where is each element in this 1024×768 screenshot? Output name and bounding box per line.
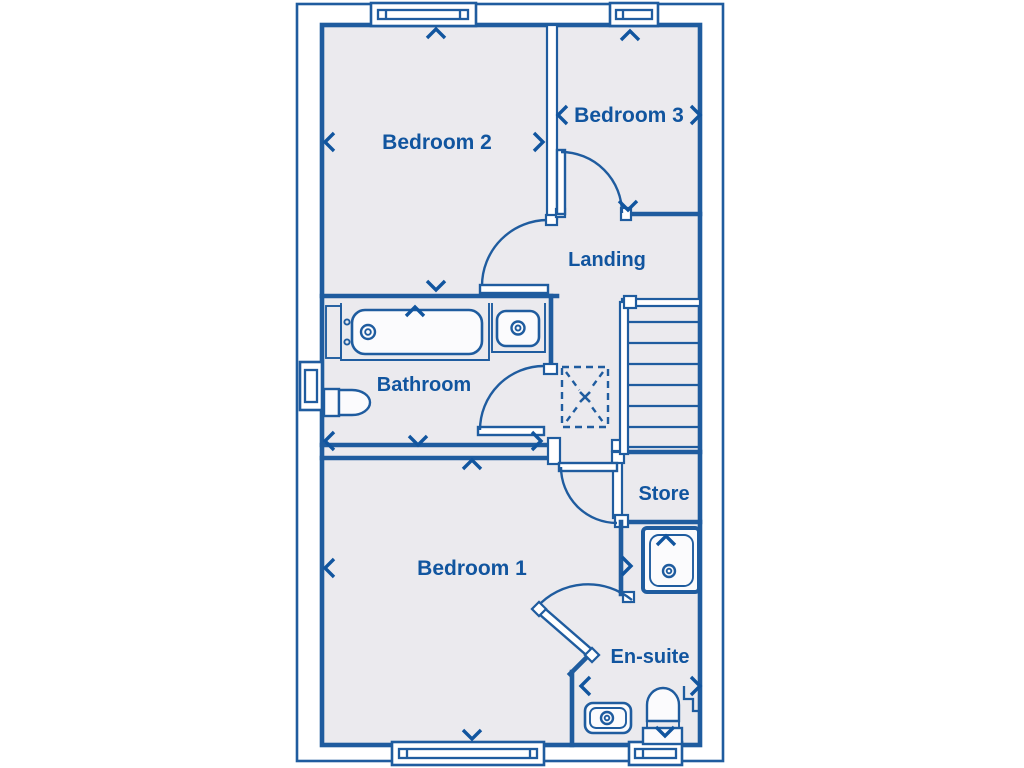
bath-shelf — [325, 305, 342, 359]
bathtub — [343, 308, 484, 356]
ensuite-toilet — [641, 686, 684, 746]
windows — [298, 1, 684, 767]
window-bathroom — [298, 360, 324, 412]
door-bedroom1 — [557, 461, 619, 525]
bathroom-fixtures — [322, 303, 546, 418]
ensuite-sink — [583, 701, 633, 735]
stairs-treads — [628, 320, 699, 449]
label-store: Store — [638, 483, 689, 505]
label-ensuite: En-suite — [611, 646, 690, 668]
window-ensuite — [627, 740, 684, 767]
label-bedroom2: Bedroom 2 — [382, 131, 492, 154]
loft-hatch — [560, 365, 610, 429]
label-bedroom1: Bedroom 1 — [417, 557, 527, 580]
door-bathroom — [476, 364, 546, 437]
shower-tray — [641, 526, 701, 594]
door-ensuite — [530, 583, 633, 664]
stairs-stringer — [618, 300, 630, 456]
room-labels: Bedroom 2 Bedroom 3 Landing Bathroom Sto… — [377, 104, 690, 668]
label-bedroom3: Bedroom 3 — [574, 104, 684, 127]
window-bedroom2 — [369, 1, 478, 28]
doors — [476, 148, 633, 664]
dimension-chevrons — [322, 26, 703, 742]
wall-bed2-bed3 — [545, 23, 559, 221]
ensuite-corner-duct — [682, 686, 701, 713]
window-bedroom3 — [608, 1, 660, 28]
staircase — [618, 294, 702, 456]
label-landing: Landing — [568, 249, 646, 271]
bathroom-sink — [491, 303, 546, 353]
window-bedroom1 — [390, 740, 546, 767]
bathroom-toilet — [322, 387, 372, 418]
label-bathroom: Bathroom — [377, 374, 471, 396]
